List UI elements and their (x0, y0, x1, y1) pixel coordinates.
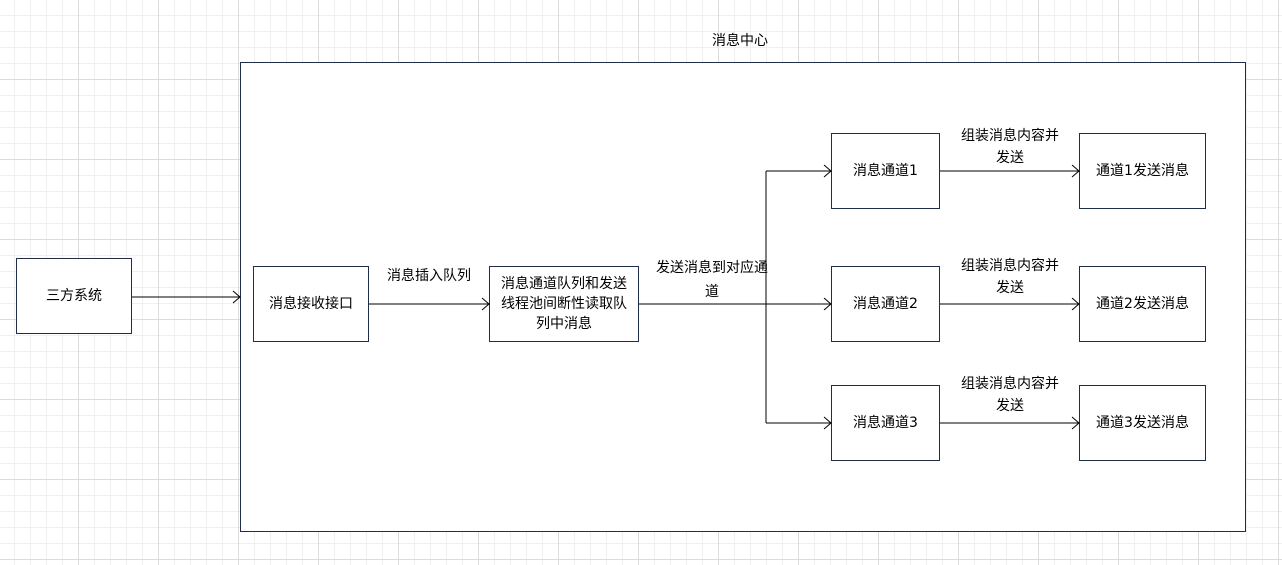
edge-label-assemble-2: 组装消息内容并发送 (961, 258, 1059, 296)
send-1-label: 通道1发送消息 (1096, 163, 1189, 179)
receive-api-node[interactable]: 消息接收接口 (253, 266, 369, 342)
channel-2-node[interactable]: 消息通道2 (831, 266, 940, 342)
queue-pool-label: 消息通道队列和发送线程池间断性读取队列中消息 (501, 276, 627, 332)
edge-label-assemble-1: 组装消息内容并发送 (961, 128, 1059, 166)
arrowhead-third-party-to-receive (232, 290, 241, 304)
container-title: 消息中心 (712, 33, 768, 49)
send-1-node[interactable]: 通道1发送消息 (1079, 133, 1206, 209)
channel-3-node[interactable]: 消息通道3 (831, 385, 940, 461)
queue-pool-node[interactable]: 消息通道队列和发送线程池间断性读取队列中消息 (489, 266, 639, 342)
send-2-label: 通道2发送消息 (1096, 296, 1189, 312)
send-3-label: 通道3发送消息 (1096, 415, 1189, 431)
receive-api-label: 消息接收接口 (269, 296, 353, 312)
channel-1-node[interactable]: 消息通道1 (831, 133, 940, 209)
third-party-system-label: 三方系统 (46, 288, 102, 304)
send-2-node[interactable]: 通道2发送消息 (1079, 266, 1206, 342)
edge-label-dispatch: 发送消息到对应通道 (656, 260, 768, 300)
message-center-container (240, 62, 1246, 532)
channel-3-label: 消息通道3 (853, 415, 918, 431)
edge-label-insert-queue: 消息插入队列 (387, 268, 471, 284)
edge-label-assemble-3: 组装消息内容并发送 (961, 376, 1059, 414)
channel-2-label: 消息通道2 (853, 296, 918, 312)
send-3-node[interactable]: 通道3发送消息 (1079, 385, 1206, 461)
third-party-system-node[interactable]: 三方系统 (16, 258, 132, 334)
channel-1-label: 消息通道1 (853, 163, 918, 179)
